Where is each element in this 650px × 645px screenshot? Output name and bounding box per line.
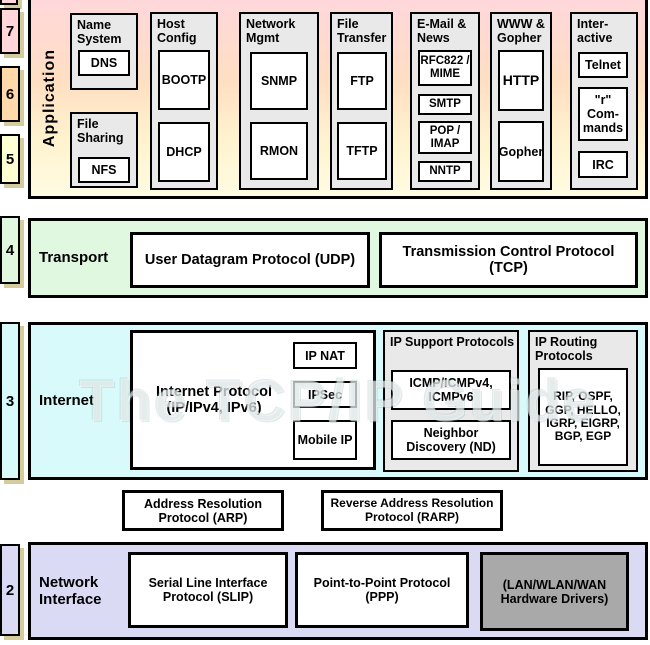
protocol-box-pop-imap: POP / IMAP [418,121,472,154]
internet-layer-panel: Internet Internet Protocol (IP/IPv4, IPv… [28,322,648,480]
group-host-config-label: Host Config [157,17,197,45]
group-ip-support-label: IP Support Protocols [390,335,515,349]
protocol-box-ip-nat: IP NAT [293,342,357,369]
group-email-news-label: E-Mail & News [417,17,467,45]
protocol-box-icmp: ICMP/ICMPv4, ICMPv6 [391,370,511,410]
box-hardware-drivers: (LAN/WLAN/WAN Hardware Drivers) [480,552,629,631]
protocol-box-irc: IRC [578,151,628,178]
protocol-box-snmp: SNMP [250,52,308,110]
internet-layer-label: Internet [39,392,95,410]
protocol-box-slip: Serial Line Interface Protocol (SLIP) [128,552,288,628]
protocol-box-dhcp: DHCP [158,122,210,182]
protocol-box-telnet: Telnet [578,52,628,78]
group-ip-support-protocols: IP Support Protocols ICMP/ICMPv4, ICMPv6… [383,330,519,472]
osi-layer-4-badge: 4 [0,216,20,284]
application-layer-label-zone: Application [31,0,69,196]
protocol-box-smtp: SMTP [418,94,472,115]
protocol-box-arp: Address Resolution Protocol (ARP) [122,490,284,531]
protocol-box-ipsec: IPSec [293,381,357,408]
osi-layer-6-badge: 6 [0,66,20,122]
group-ip-routing-label: IP Routing Protocols [535,335,598,363]
group-www-gopher: WWW & Gopher HTTP Gopher [490,12,552,190]
transport-layer-label: Transport [39,249,109,267]
protocol-box-dns: DNS [78,50,130,76]
osi-layer-5-badge: 5 [0,134,20,184]
group-email-news: E-Mail & News RFC822 / MIME SMTP POP / I… [410,12,480,190]
network-interface-layer-label: Network Interface [39,573,102,608]
protocol-box-tcp: Transmission Control Protocol (TCP) [379,232,638,288]
group-file-transfer: File Transfer FTP TFTP [330,12,393,190]
osi-layer-2-badge: 2 [0,544,20,636]
transport-layer-panel: Transport User Datagram Protocol (UDP) T… [28,218,648,298]
group-host-config: Host Config BOOTP DHCP [150,12,218,190]
group-name-system-label: Name System [77,18,122,46]
protocol-box-tftp: TFTP [337,122,387,180]
protocol-box-http: HTTP [498,50,544,111]
protocol-box-rfc822-mime: RFC822 / MIME [418,50,472,86]
application-layer-label: Application [41,48,58,148]
group-network-mgmt-label: Network Mgmt [246,17,296,45]
group-file-sharing: File Sharing NFS [70,112,138,188]
protocol-box-neighbor-discovery: Neighbor Discovery (ND) [391,420,511,460]
protocol-box-gopher: Gopher [498,121,544,182]
protocol-box-nfs: NFS [78,157,130,183]
group-ip-routing-protocols: IP Routing Protocols RIP, OSPF, GGP, HEL… [528,330,638,472]
osi-layer-3-badge: 3 [0,322,20,480]
group-www-gopher-label: WWW & Gopher [497,17,545,45]
group-interactive: Inter-active Telnet "r" Com-mands IRC [570,12,638,190]
protocol-box-r-commands: "r" Com-mands [578,87,628,141]
protocol-box-mobile-ip: Mobile IP [293,420,357,460]
group-network-mgmt: Network Mgmt SNMP RMON [239,12,319,190]
protocol-box-routing-list: RIP, OSPF, GGP, HELLO, IGRP, EIGRP, BGP,… [538,368,628,466]
cropped-layer-box-fragment [0,0,18,5]
protocol-box-ftp: FTP [337,52,387,110]
network-interface-layer-panel: Network Interface Serial Line Interface … [28,542,648,640]
protocol-box-ppp: Point-to-Point Protocol (PPP) [295,552,469,628]
osi-layer-7-badge: 7 [0,8,20,54]
application-layer-panel: Application Name System DNS File Sharing… [28,0,648,199]
protocol-box-nntp: NNTP [418,161,472,182]
protocol-box-ip-label: Internet Protocol (IP/IPv4, IPv6) [155,383,272,416]
protocol-box-bootp: BOOTP [158,50,210,110]
group-file-transfer-label: File Transfer [337,17,387,45]
group-file-sharing-label: File Sharing [77,117,124,145]
protocol-box-rmon: RMON [250,122,308,180]
protocol-box-udp: User Datagram Protocol (UDP) [130,232,370,288]
group-interactive-label: Inter-active [577,17,613,45]
protocol-box-ip: Internet Protocol (IP/IPv4, IPv6) IP NAT… [130,330,376,470]
group-name-system: Name System DNS [70,13,138,90]
protocol-box-rarp: Reverse Address Resolution Protocol (RAR… [321,490,503,531]
